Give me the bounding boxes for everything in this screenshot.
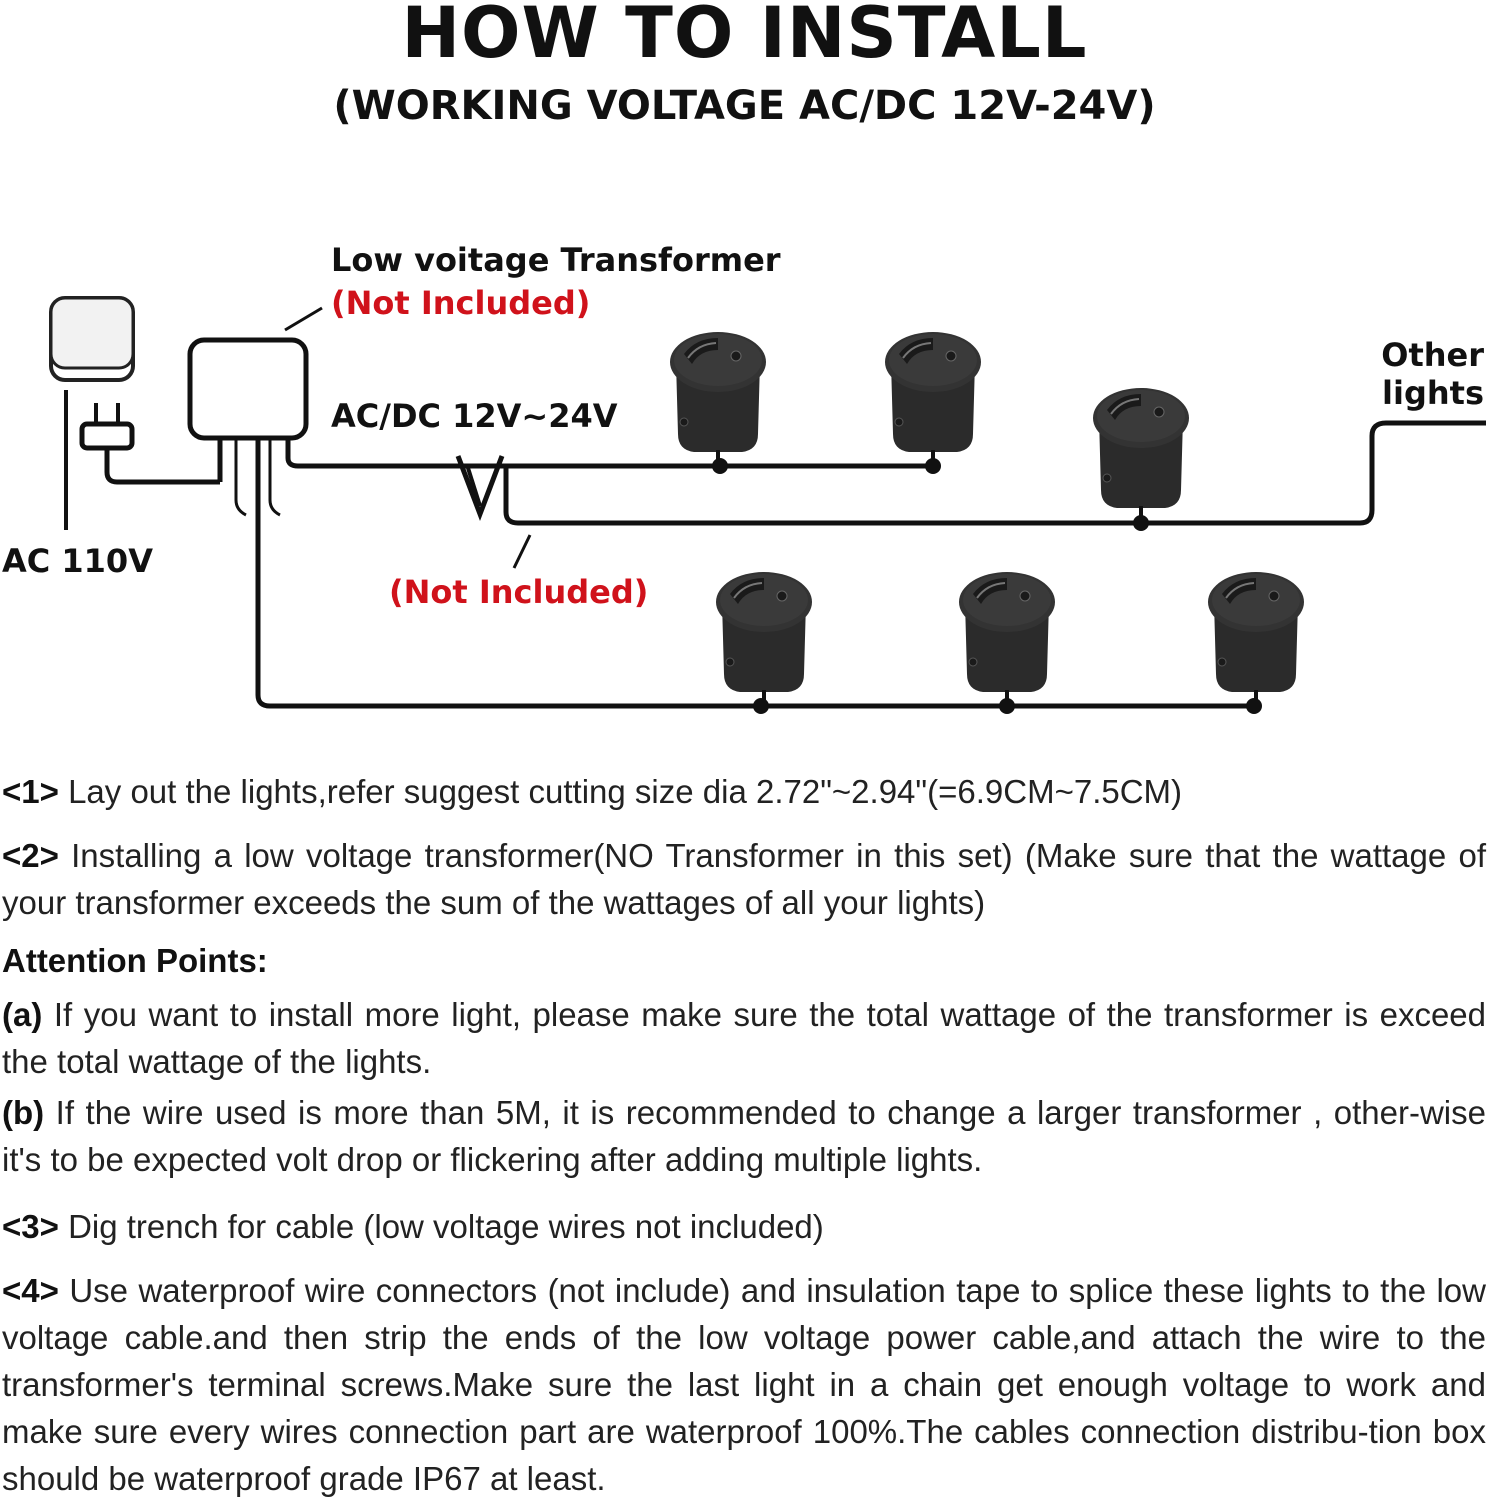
other-lights-line-1: Other — [1381, 336, 1484, 374]
page-title: HOW TO INSTALL — [401, 0, 1088, 74]
light-fixture-icon — [715, 571, 813, 705]
other-lights-label: Other lights — [1381, 336, 1484, 412]
power-plug-icon — [79, 403, 220, 485]
step-4: <4> Use waterproof wire connectors (not … — [2, 1267, 1486, 1502]
step-4-text: Use waterproof wire connectors (not incl… — [2, 1272, 1486, 1497]
step-3-tag: <3> — [2, 1208, 59, 1245]
wire-connector-icon — [455, 420, 1486, 569]
light-fixture-icon — [884, 331, 982, 465]
light-fixture-icon — [669, 331, 767, 465]
point-b-text: If the wire used is more than 5M, it is … — [2, 1094, 1486, 1178]
ac-source-label: AC 110V — [2, 542, 153, 580]
transformer-icon — [187, 306, 1254, 709]
wall-outlet-icon — [49, 296, 135, 530]
step-3-text: Dig trench for cable (low voltage wires … — [58, 1208, 824, 1245]
light-fixture-icon — [1092, 387, 1190, 521]
point-b-tag: (b) — [2, 1094, 45, 1131]
wiring-diagram — [49, 296, 1486, 714]
step-3: <3> Dig trench for cable (low voltage wi… — [2, 1203, 1486, 1250]
light-fixture-icon — [1207, 571, 1305, 705]
step-2-text: Installing a low voltage transformer(NO … — [2, 837, 1486, 921]
other-lights-line-2: lights — [1382, 374, 1484, 412]
step-2-tag: <2> — [2, 837, 59, 874]
light-fixture-icon — [958, 571, 1056, 705]
step-1-tag: <1> — [2, 773, 59, 810]
connector-not-included-note: (Not Included) — [389, 573, 649, 611]
transformer-not-included-note: (Not Included) — [331, 284, 591, 322]
voltage-label: AC/DC 12V~24V — [331, 397, 618, 435]
step-4-tag: <4> — [2, 1272, 59, 1309]
point-a-tag: (a) — [2, 996, 43, 1033]
point-a-text: If you want to install more light, pleas… — [2, 996, 1486, 1080]
step-1-text: Lay out the lights,refer suggest cutting… — [58, 773, 1183, 810]
step-2: <2> Installing a low voltage transformer… — [2, 832, 1486, 926]
attention-heading: Attention Points: — [2, 942, 268, 979]
page-subtitle: (WORKING VOLTAGE AC/DC 12V-24V) — [333, 83, 1156, 129]
point-a: (a) If you want to install more light, p… — [2, 991, 1486, 1085]
step-1: <1> Lay out the lights,refer suggest cut… — [2, 768, 1486, 815]
transformer-label: Low voitage Transformer — [331, 241, 781, 279]
point-b: (b) If the wire used is more than 5M, it… — [2, 1089, 1486, 1183]
